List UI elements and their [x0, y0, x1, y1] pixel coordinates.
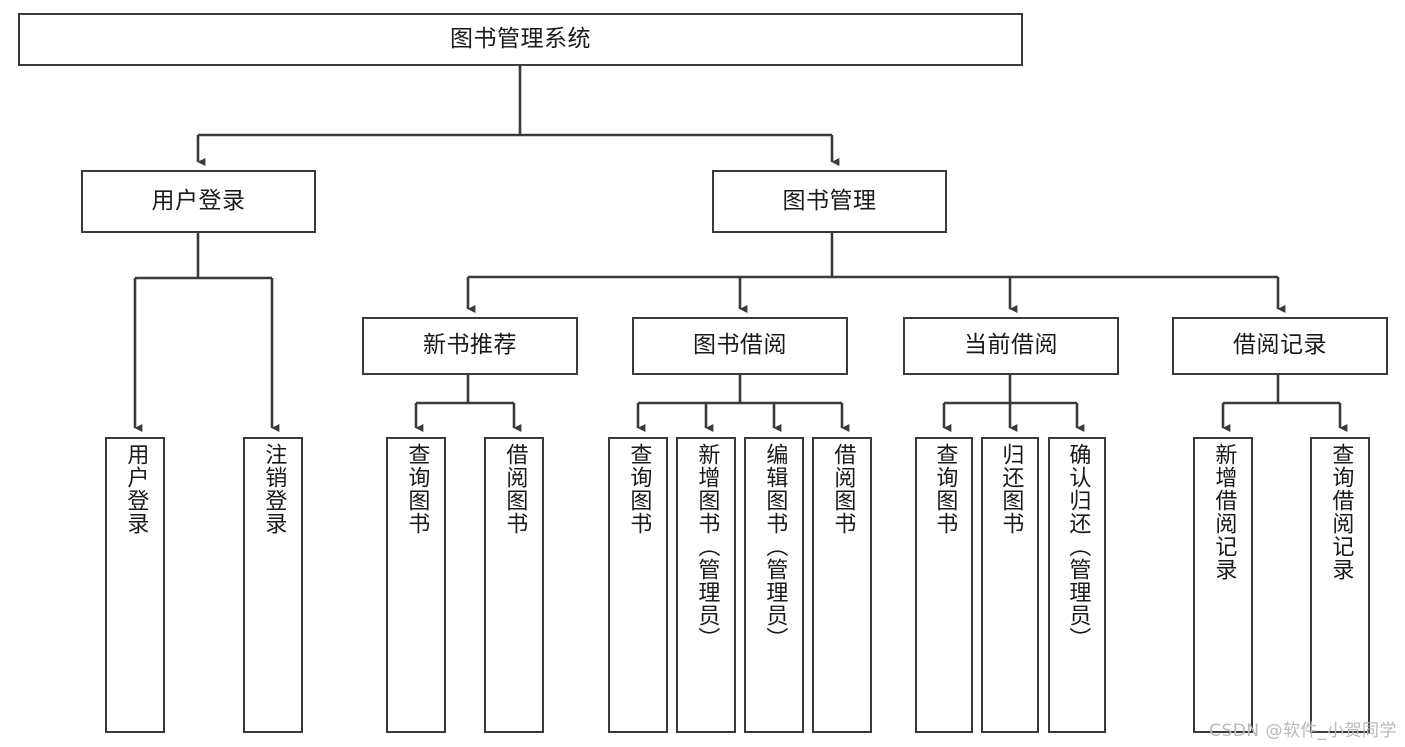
node-root-label: 图书管理系统	[450, 25, 591, 52]
node-leaf-borrow-book-2[interactable]: 借阅图书	[812, 437, 872, 733]
node-book-borrow-label: 图书借阅	[693, 332, 787, 359]
node-leaf-confirm-return[interactable]: 确认归还（管理员）	[1048, 437, 1106, 733]
node-new-book-recommend[interactable]: 新书推荐	[362, 317, 578, 375]
node-leaf-user-logout[interactable]: 注销登录	[243, 437, 303, 733]
node-leaf-borrow-book-2-label: 借阅图书	[830, 443, 856, 535]
node-leaf-user-logout-label: 注销登录	[261, 443, 287, 535]
node-leaf-return-book-label: 归还图书	[998, 443, 1024, 535]
node-borrow-record-label: 借阅记录	[1233, 332, 1327, 359]
node-book-management[interactable]: 图书管理	[712, 170, 947, 233]
node-leaf-edit-book-label: 编辑图书（管理员）	[762, 443, 788, 650]
node-book-borrow[interactable]: 图书借阅	[632, 317, 848, 375]
node-book-management-label: 图书管理	[782, 187, 877, 214]
node-leaf-borrow-book-1-label: 借阅图书	[502, 443, 528, 535]
node-new-book-recommend-label: 新书推荐	[423, 332, 517, 359]
node-root[interactable]: 图书管理系统	[18, 13, 1023, 66]
node-leaf-user-login-label: 用户登录	[123, 443, 149, 535]
node-leaf-add-book-label: 新增图书（管理员）	[694, 443, 720, 650]
node-leaf-query-book-1[interactable]: 查询图书	[386, 437, 446, 733]
node-current-borrow[interactable]: 当前借阅	[903, 317, 1119, 375]
node-current-borrow-label: 当前借阅	[964, 332, 1058, 359]
node-leaf-add-record-label: 新增借阅记录	[1211, 443, 1237, 581]
node-leaf-query-book-2[interactable]: 查询图书	[608, 437, 668, 733]
node-user-login[interactable]: 用户登录	[81, 170, 316, 233]
node-leaf-edit-book[interactable]: 编辑图书（管理员）	[744, 437, 804, 733]
csdn-watermark: CSDN @软件_小贺同学	[1209, 721, 1397, 741]
node-user-login-label: 用户登录	[151, 187, 246, 214]
node-leaf-confirm-return-label: 确认归还（管理员）	[1065, 443, 1091, 650]
node-leaf-add-book[interactable]: 新增图书（管理员）	[676, 437, 736, 733]
node-leaf-query-book-2-label: 查询图书	[626, 443, 652, 535]
node-leaf-query-book-3[interactable]: 查询图书	[915, 437, 973, 733]
node-leaf-query-book-3-label: 查询图书	[932, 443, 958, 535]
node-borrow-record[interactable]: 借阅记录	[1172, 317, 1388, 375]
node-leaf-query-record-label: 查询借阅记录	[1328, 443, 1354, 581]
node-leaf-query-record[interactable]: 查询借阅记录	[1310, 437, 1370, 733]
node-leaf-return-book[interactable]: 归还图书	[981, 437, 1039, 733]
node-leaf-borrow-book-1[interactable]: 借阅图书	[484, 437, 544, 733]
node-leaf-user-login[interactable]: 用户登录	[105, 437, 165, 733]
node-leaf-query-book-1-label: 查询图书	[404, 443, 430, 535]
node-leaf-add-record[interactable]: 新增借阅记录	[1193, 437, 1253, 733]
